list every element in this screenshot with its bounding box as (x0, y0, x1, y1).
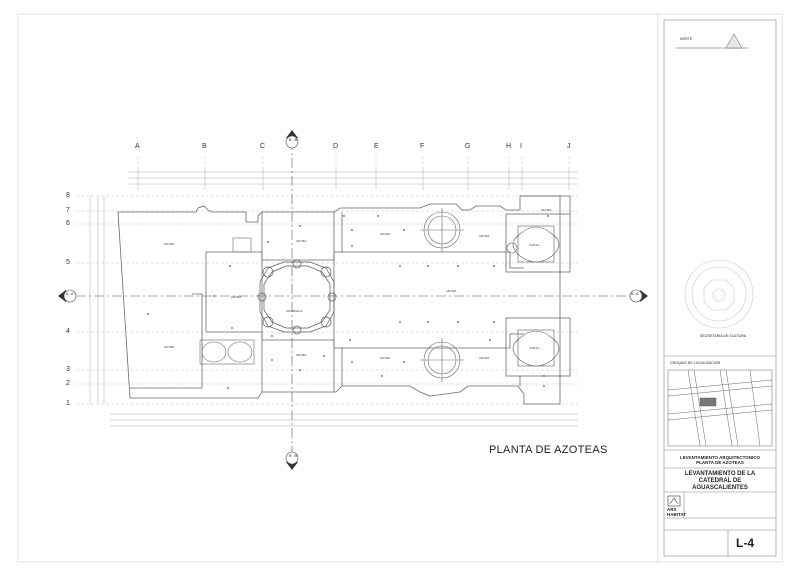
section-marker-bb-bottom (285, 451, 299, 470)
institution-seal (684, 259, 754, 329)
roof-label: AZOTEA (446, 290, 457, 293)
row-axis-4: 4 (66, 328, 70, 335)
project-title: LEVANTAMIENTO ARQUITECTONICO (679, 455, 760, 460)
column-axis-c: C (260, 143, 266, 150)
slope-markers (147, 215, 549, 389)
row-axis-lines (76, 195, 578, 405)
tower-south-top (512, 329, 560, 367)
side-dome-north (420, 208, 464, 252)
row-axis-3: 3 (66, 366, 70, 373)
column-axis-b: B (202, 143, 207, 150)
tower-north-top (506, 225, 560, 263)
north-label: NORTE (680, 37, 693, 41)
roof-label: AZOTEA (479, 235, 490, 238)
section-marker-bb-top (285, 130, 299, 149)
roof-label: AZOTEA (296, 240, 307, 243)
roof-label: AZOTEA (164, 243, 175, 246)
section-marker-aa-left (58, 289, 77, 303)
row-axis-1: 1 (66, 400, 70, 407)
sheet-frame (17, 13, 783, 563)
section-label-aa-right: A - A' (631, 292, 640, 296)
column-axis-f: F (420, 143, 425, 150)
central-dome (257, 259, 337, 335)
column-axis-h: H (506, 143, 512, 150)
section-label-bb-top: B - B' (289, 138, 298, 142)
firm-name: ARS (667, 507, 677, 512)
firm-logo-icon (667, 495, 681, 507)
cisterns (199, 339, 255, 365)
row-axis-2: 2 (66, 380, 70, 387)
drawing-title: PLANTA DE AZOTEAS (489, 444, 608, 456)
roof-label: AZOTEA (479, 357, 490, 360)
roof-label: AZOTEA (164, 346, 175, 349)
section-label-bb-bottom: B - B' (289, 454, 298, 458)
column-axis-a: A (135, 143, 140, 150)
column-axis-i: I (520, 143, 522, 150)
titleblock-frame (663, 19, 777, 557)
dome-label: CUPULA (529, 244, 540, 247)
roof-label: AZOTEA (380, 357, 391, 360)
lantern-label: LINTERNILLA (286, 310, 303, 313)
column-axis-g: G (465, 143, 471, 150)
row-axis-5: 5 (66, 259, 70, 266)
column-axis-e: E (374, 143, 379, 150)
section-marker-aa-right (629, 289, 648, 303)
location-map (667, 369, 773, 447)
dome-label: CUPULA (529, 347, 540, 350)
institution-name: SECRETARIA DE CULTURA (700, 334, 747, 338)
side-dome-south (420, 338, 464, 382)
plan-name: PLANTA DE AZOTEAS (696, 460, 744, 465)
column-axis-j: J (567, 143, 571, 150)
top-dimension-lines (128, 168, 578, 190)
firm-name-2: HABITAT (667, 512, 687, 517)
left-dimension-lines (89, 196, 105, 404)
north-arrow-icon (676, 33, 748, 49)
location-label: CROQUIS DE LOCALIZACION (670, 361, 721, 365)
main-title-line1: LEVANTAMIENTO DE LA (684, 471, 756, 477)
roof-label: AZOTEA (541, 209, 552, 212)
column-axis-ticks (137, 156, 570, 168)
bottom-dimension-lines (110, 413, 578, 427)
roof-label: AZOTEA (231, 296, 242, 299)
roof-label: AZOTEA (380, 233, 391, 236)
sheet-number: L-4 (736, 536, 754, 550)
row-axis-7: 7 (66, 207, 70, 214)
row-axis-6: 6 (66, 220, 70, 227)
roof-label: AZOTEA (296, 354, 307, 357)
main-title-line2: CATEDRAL DE (698, 478, 742, 484)
skylight-left (232, 237, 252, 253)
main-title-line3: AGUASCALIENTES (692, 485, 748, 491)
column-axis-d: D (333, 143, 339, 150)
row-axis-8: 8 (66, 192, 70, 199)
section-label-aa-left: A - A' (66, 292, 75, 296)
building-outline (117, 195, 571, 405)
